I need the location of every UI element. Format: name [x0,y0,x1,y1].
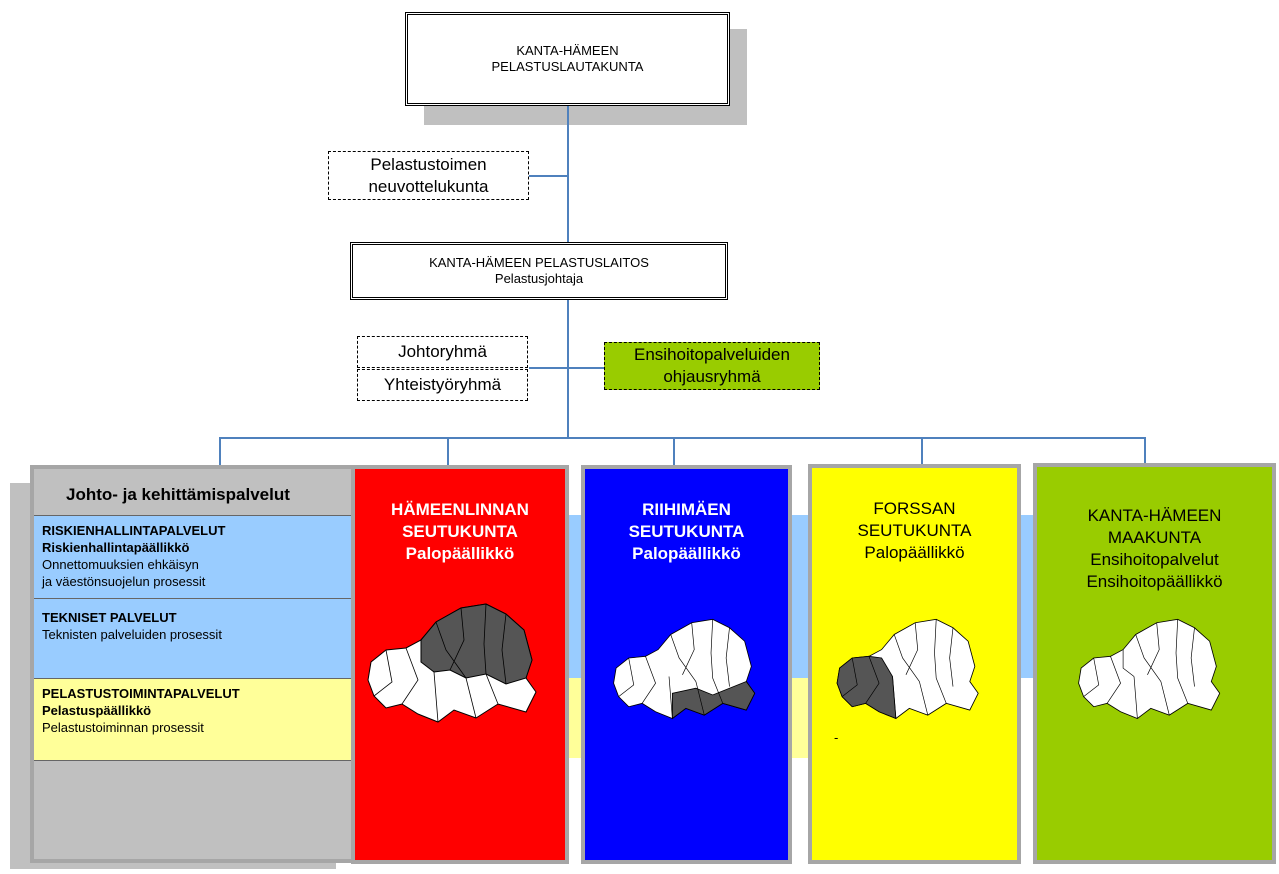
tech-line1: Teknisten palveluiden prosessit [42,627,222,642]
cooperation-group-label: Yhteistyöryhmä [383,375,502,394]
ems-group-line1: Ensihoitopalveluiden [634,345,790,364]
riihimaki-line1: RIIHIMÄEN [642,500,731,519]
negotiation-committee-box: Pelastustoimen neuvottelukunta [328,151,529,200]
rescue-board-box: KANTA-HÄMEEN PELASTUSLAUTAKUNTA [405,12,730,106]
risk-line1: Onnettomuuksien ehkäisyn [42,557,199,572]
rescue-department-line2: Pelastusjohtaja [494,271,584,286]
hameenlinna-line1: HÄMEENLINNAN [391,500,529,519]
connector-drop-3 [673,437,675,467]
riihimaki-region-map [613,618,756,720]
riihimaki-line3: Palopäällikkö [632,544,741,563]
connector-groups [529,367,604,369]
riihimaki-line2: SEUTUKUNTA [628,522,745,541]
rescue-ops-line1: Pelastustoiminnan prosessit [42,720,204,735]
connector-top [567,106,569,242]
hameenlinna-region-map [367,603,537,723]
rescue-ops-manager: Pelastuspäällikkö [42,703,152,718]
management-group-label: Johtoryhmä [398,342,487,361]
rescue-board-line2: PELASTUSLAUTAKUNTA [491,59,644,74]
rescue-ops-heading: PELASTUSTOIMINTAPALVELUT [42,686,240,701]
services-column: Johto- ja kehittämispalvelut RISKIENHALL… [30,465,357,863]
ems-group-line2: ohjausryhmä [663,367,761,386]
connector-drop-1 [219,437,221,467]
forssa-mark: - [834,730,839,745]
forssa-line1: FORSSAN [873,499,956,518]
connector-negotiation [529,175,569,177]
forssa-line3: Palopäällikkö [864,543,965,562]
rescue-department-line1: KANTA-HÄMEEN PELASTUSLAITOS [429,255,649,270]
tech-section: TEKNISET PALVELUT Teknisten palveluiden … [34,599,353,679]
rescue-board-line1: KANTA-HÄMEEN [516,43,619,58]
tech-heading: TEKNISET PALVELUT [42,610,177,625]
connector-middle [567,300,569,438]
risk-manager: Riskienhallintapäällikkö [42,540,190,555]
hameenlinna-line3: Palopäällikkö [405,544,515,563]
connector-drop-4 [921,437,923,467]
risk-heading: RISKIENHALLINTAPALVELUT [42,523,226,538]
cooperation-group-box: Yhteistyöryhmä [357,369,528,401]
connector-drop-2 [447,437,449,467]
rescue-department-box: KANTA-HÄMEEN PELASTUSLAITOS Pelastusjoht… [350,242,728,300]
forssa-line2: SEUTUKUNTA [857,521,972,540]
forssa-region-map [836,618,979,720]
negotiation-line2: neuvottelukunta [368,176,489,196]
connector-drop-5 [1144,437,1146,467]
services-title: Johto- ja kehittämispalvelut [66,485,290,504]
kanta-hame-line4: Ensihoitopäällikkö [1086,572,1223,591]
kanta-hame-line3: Ensihoitopalvelut [1090,550,1219,569]
management-group-box: Johtoryhmä [357,336,528,368]
connector-horizontal [219,437,1145,439]
risk-section: RISKIENHALLINTAPALVELUT Riskienhallintap… [34,515,353,599]
kanta-hame-line1: KANTA-HÄMEEN [1087,506,1222,525]
ems-steering-group-box: Ensihoitopalveluiden ohjausryhmä [604,342,820,390]
kanta-hame-region-map [1078,618,1221,719]
negotiation-line1: Pelastustoimen [370,154,487,174]
rescue-ops-section: PELASTUSTOIMINTAPALVELUT Pelastuspäällik… [34,679,353,761]
hameenlinna-line2: SEUTUKUNTA [402,522,518,541]
risk-line2: ja väestönsuojelun prosessit [42,574,206,589]
kanta-hame-line2: MAAKUNTA [1107,528,1202,547]
